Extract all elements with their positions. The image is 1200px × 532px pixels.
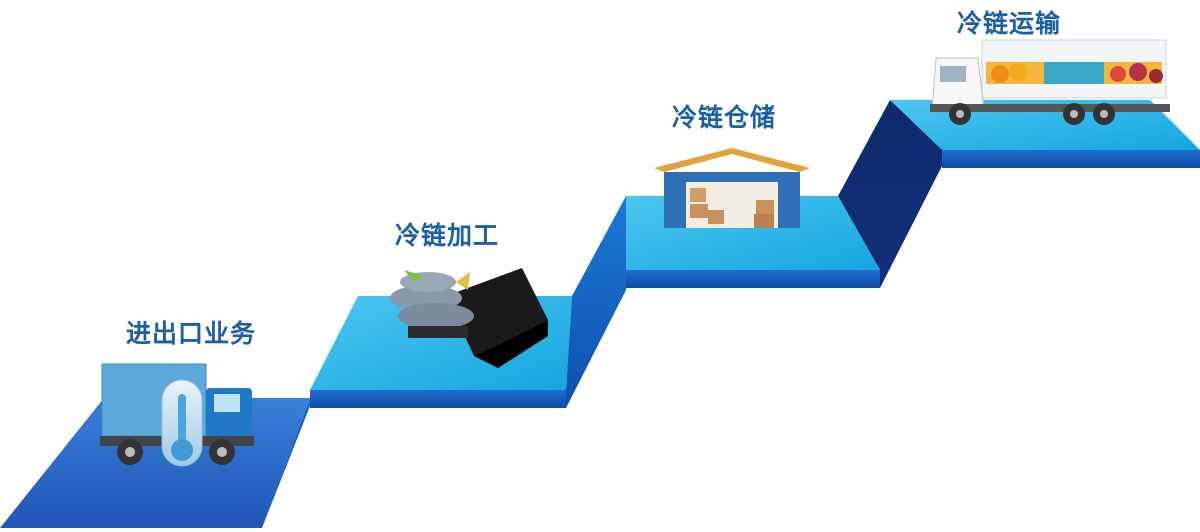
step-1-label: 进出口业务	[126, 319, 257, 348]
step-2-label: 冷链加工	[395, 221, 500, 250]
step-2-front	[310, 390, 566, 408]
cold-storage-warehouse-icon	[654, 148, 810, 228]
step-3-label: 冷链仓储	[672, 103, 777, 132]
step-2-riser	[566, 196, 626, 408]
step-3-riser	[838, 100, 942, 288]
produce-truck-icon	[930, 39, 1170, 125]
step-4-front	[942, 150, 1200, 168]
refrigerated-truck-thermometer-icon	[100, 363, 254, 467]
fish-processing-box-icon	[390, 268, 548, 368]
step-3-front	[626, 270, 880, 288]
step-4-label: 冷链运输	[957, 9, 1062, 38]
